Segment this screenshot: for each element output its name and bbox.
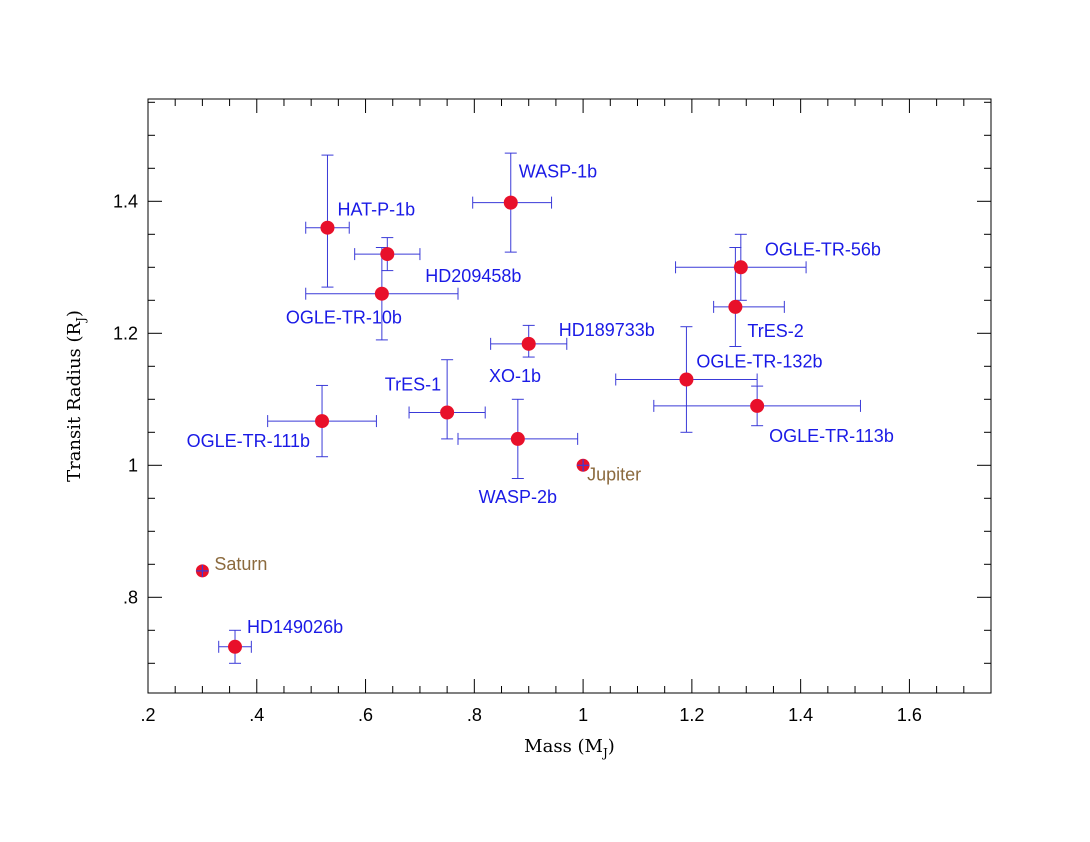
point-label: XO-1b <box>489 366 541 386</box>
x-tick-label: .6 <box>358 705 373 725</box>
planet-marker <box>733 260 748 275</box>
planet-marker <box>320 220 335 235</box>
point-label: OGLE-TR-10b <box>286 308 402 328</box>
plot-frame <box>147 98 992 694</box>
point-label: TrES-1 <box>385 375 441 395</box>
planet-marker <box>440 405 455 420</box>
y-tick-label: 1 <box>128 455 138 475</box>
point-label: HD149026b <box>247 617 343 637</box>
planet-marker <box>503 195 518 210</box>
point-label: HAT-P-1b <box>337 200 415 220</box>
axis-ticks: .2 .4 .6 .8 1 1.2 1.4 1.6 .8 1 1.2 1.4 <box>113 99 992 725</box>
y-tick-label: 1.2 <box>113 323 138 343</box>
x-tick-label: .4 <box>249 705 264 725</box>
x-tick-label: 1.4 <box>788 705 813 725</box>
planet-marker <box>679 372 694 387</box>
x-tick-label: 1.2 <box>679 705 704 725</box>
planet-marker <box>374 286 389 301</box>
x-tick-label: .8 <box>467 705 482 725</box>
point-label: OGLE-TR-111b <box>187 431 310 451</box>
x-tick-label: 1 <box>578 705 588 725</box>
x-tick-label: .2 <box>140 705 155 725</box>
point-label: OGLE-TR-113b <box>769 426 894 446</box>
planet-marker <box>510 431 525 446</box>
y-axis-title: Transit Radius (RJ) <box>64 310 88 482</box>
x-axis-title: Mass (MJ) <box>524 736 615 760</box>
point-label: WASP-2b <box>479 487 557 507</box>
planet-marker <box>315 414 330 429</box>
y-tick-label: 1.4 <box>113 191 138 211</box>
point-label: WASP-1b <box>519 162 597 182</box>
point-label: TrES-2 <box>747 321 803 341</box>
point-labels: HAT-P-1bWASP-1bHD209458bOGLE-TR-10bOGLE-… <box>187 162 894 637</box>
planet-marker <box>728 299 743 314</box>
point-label: HD189733b <box>559 320 655 340</box>
point-label: HD209458b <box>425 266 521 286</box>
point-label: OGLE-TR-56b <box>765 239 881 259</box>
point-label: OGLE-TR-132b <box>696 352 822 372</box>
y-tick-label: .8 <box>123 587 138 607</box>
planet-marker <box>380 247 395 262</box>
planet-marker <box>228 639 243 654</box>
point-label: Saturn <box>214 554 267 574</box>
planet-marker <box>750 398 765 413</box>
point-label: Jupiter <box>587 464 641 484</box>
planet-marker <box>521 336 536 351</box>
x-tick-label: 1.6 <box>897 705 922 725</box>
error-bars <box>218 152 861 664</box>
data-markers <box>195 195 765 654</box>
